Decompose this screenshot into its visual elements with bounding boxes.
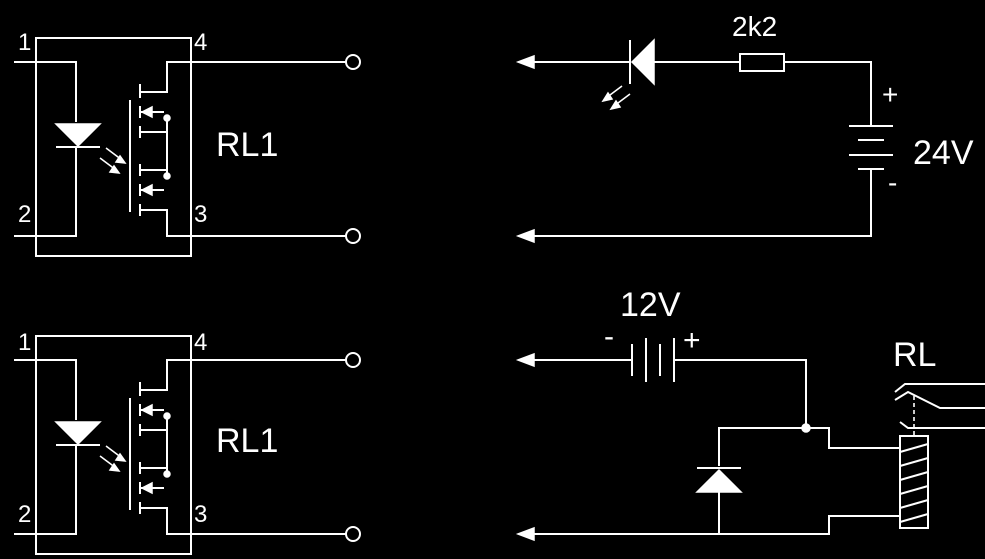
top-pin-1-label: 1 xyxy=(18,29,31,56)
top-solid-state-relay: 1 2 3 4 RL1 xyxy=(13,29,361,257)
battery-minus-sign: - xyxy=(888,167,897,198)
supply-voltage-label: 24V xyxy=(913,134,974,172)
bottom-relay-label: RL1 xyxy=(216,422,278,460)
top-pin-2-label: 2 xyxy=(18,201,31,228)
led-symbol xyxy=(601,38,655,111)
top-relay-label: RL1 xyxy=(216,126,278,164)
battery-voltage-label: 12V xyxy=(620,286,681,324)
resistor-value-label: 2k2 xyxy=(732,11,777,42)
bottom-pin-4-label: 4 xyxy=(194,329,207,356)
top-load-circuit: 2k2 + - 24V xyxy=(515,11,974,244)
battery-12v-minus-sign: - xyxy=(604,320,614,353)
battery-plus-sign: + xyxy=(882,79,898,110)
bottom-load-circuit: 12V - + RL xyxy=(515,286,985,542)
top-left-arrow-lower xyxy=(515,228,535,244)
top-pin-3-label: 3 xyxy=(194,201,207,228)
coil-relay-label: RL xyxy=(893,336,936,374)
relay-contact-symbol xyxy=(894,383,985,436)
relay-coil-symbol xyxy=(899,435,929,529)
battery-12v-symbol xyxy=(631,338,675,382)
bottom-ssr-symbol xyxy=(13,335,361,555)
bottom-solid-state-relay: 1 2 3 4 RL1 xyxy=(13,329,361,555)
battery-12v-plus-sign: + xyxy=(683,324,701,357)
battery-24v-symbol xyxy=(849,125,893,170)
bottom-pin-2-label: 2 xyxy=(18,501,31,528)
top-ssr-symbol xyxy=(13,37,361,257)
flyback-diode-symbol xyxy=(695,467,743,493)
bottom-left-arrow-lower xyxy=(515,526,535,542)
top-pin-4-label: 4 xyxy=(194,29,207,56)
bottom-pin-3-label: 3 xyxy=(194,501,207,528)
bottom-pin-1-label: 1 xyxy=(18,329,31,356)
resistor-symbol xyxy=(739,53,785,72)
